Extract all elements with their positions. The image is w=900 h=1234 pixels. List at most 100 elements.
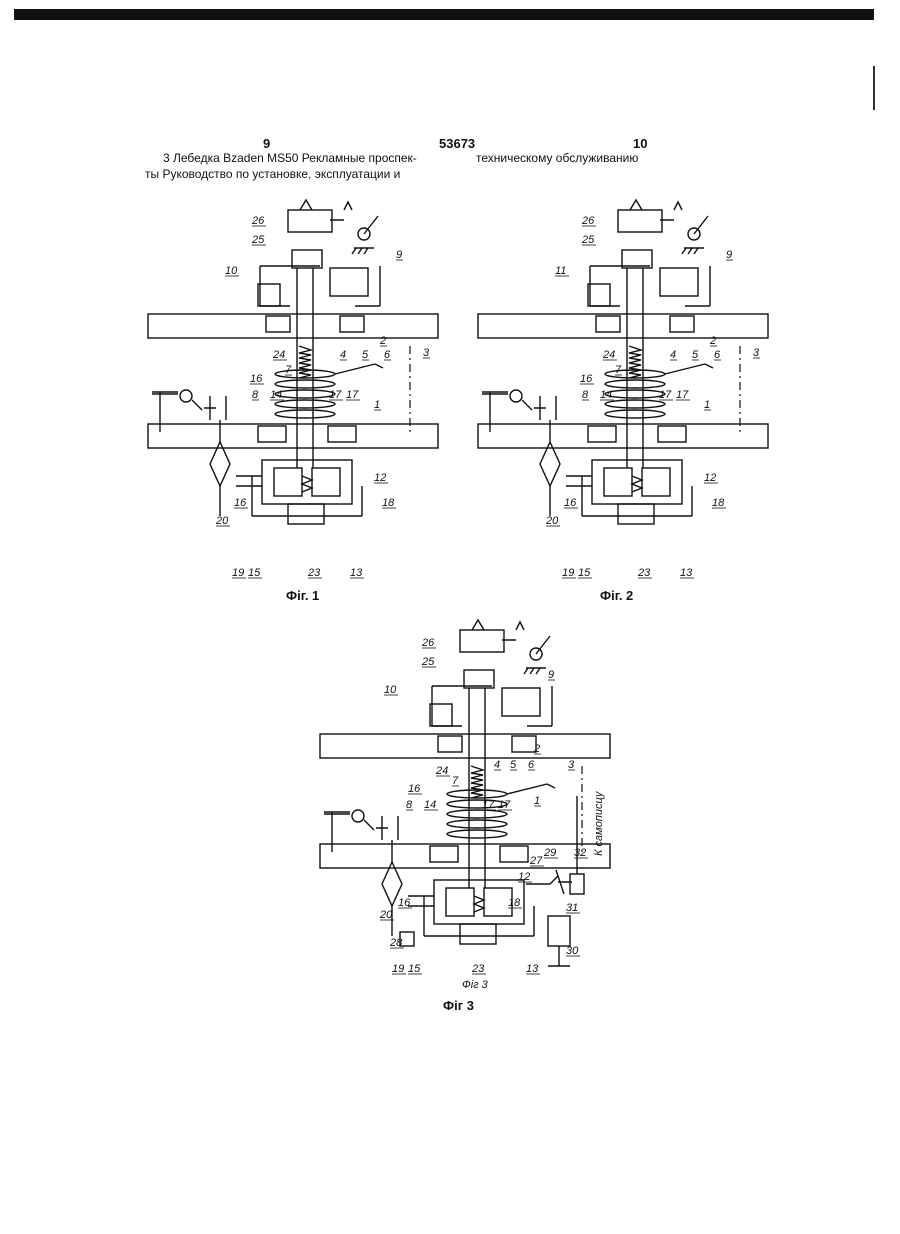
actuator-10 — [430, 704, 452, 726]
part-label: 6 — [528, 759, 535, 771]
part-label: 24 — [435, 765, 448, 777]
upper-beam — [478, 314, 768, 338]
left-hook — [180, 390, 192, 402]
rope-coil — [605, 380, 665, 388]
upper-coupling — [464, 670, 494, 688]
lower-bearing-left — [588, 426, 616, 442]
part-label: 8 — [582, 389, 589, 401]
part-label: 31 — [566, 902, 578, 914]
part-label: 6 — [714, 349, 721, 361]
part-label: 20 — [545, 515, 559, 527]
part-label: 9 — [726, 249, 732, 261]
part-label: 18 — [508, 897, 521, 909]
lower-links — [566, 476, 592, 486]
motor-block — [460, 630, 504, 652]
actuator-10 — [588, 284, 610, 306]
motor-block — [288, 210, 332, 232]
top-border-bar — [14, 9, 874, 20]
part-label: 3 — [423, 347, 430, 359]
part-label: 7 — [452, 775, 459, 787]
left-hook — [510, 390, 522, 402]
lower-bearing-left — [258, 426, 286, 442]
part-label: 29 — [543, 847, 556, 859]
sensor-27-29 — [526, 870, 572, 894]
lower-coupling — [618, 504, 654, 524]
part-label: 16 — [234, 497, 247, 509]
upper-beam — [320, 734, 610, 758]
lower-bearing-right — [658, 426, 686, 442]
upper-frame — [432, 686, 552, 726]
rope-lead — [665, 364, 713, 374]
left-links — [192, 396, 226, 420]
part-label: 10 — [225, 265, 238, 277]
part-label: 5 — [510, 759, 517, 771]
left-hook — [352, 810, 364, 822]
part-label: 8 — [252, 389, 259, 401]
part-label: 2 — [709, 335, 716, 347]
part-label: 11 — [555, 265, 566, 277]
clutch-left — [604, 468, 632, 496]
part-label: 26 — [251, 215, 265, 227]
rope-coil — [605, 390, 665, 398]
part-label: 13 — [526, 963, 539, 975]
left-bracket — [482, 392, 508, 432]
rope-coil — [275, 400, 335, 408]
lower-bearing-left — [430, 846, 458, 862]
part-label: 9 — [396, 249, 402, 261]
ground-hatch — [524, 636, 550, 674]
sensor-32 — [570, 874, 584, 894]
part-label: 1 — [704, 399, 710, 411]
part-label: 13 — [350, 567, 363, 579]
part-label: 20 — [379, 909, 393, 921]
upper-bearing-right — [670, 316, 694, 332]
part-label: 24 — [272, 349, 285, 361]
lower-bearing-right — [328, 426, 356, 442]
figure-1: 2625910232474561614817171121816201915231… — [140, 196, 440, 586]
clutch-left — [274, 468, 302, 496]
part-label: 19 — [562, 567, 574, 579]
rope-coil — [447, 810, 507, 818]
spring-24 — [471, 766, 483, 798]
part-label: 26 — [581, 215, 595, 227]
part-label: 1 — [534, 795, 540, 807]
figure-2: 2625911232474561614817171121816201915231… — [470, 196, 770, 586]
part-label: 24 — [602, 349, 615, 361]
part-label: 3 — [568, 759, 575, 771]
figure-2-caption: Фіг. 2 — [600, 588, 633, 603]
part-label: 2 — [379, 335, 386, 347]
part-label: 16 — [564, 497, 577, 509]
rope-coil — [605, 410, 665, 418]
left-bracket — [152, 392, 178, 432]
actuator-10 — [258, 284, 280, 306]
lower-beam — [148, 424, 438, 448]
upper-bearing-left — [266, 316, 290, 332]
rope-lead — [507, 784, 555, 794]
valve-30 — [548, 916, 570, 946]
part-label: 16 — [580, 373, 593, 385]
clutch-spring — [474, 896, 484, 912]
part-label: 18 — [712, 497, 725, 509]
left-column-line-1: 3 Лебедка Bzaden MS50 Рекламные проспек- — [163, 150, 417, 167]
part-label: 7 — [615, 364, 622, 376]
rope-coil — [447, 830, 507, 838]
part-label: 2 — [533, 743, 540, 755]
rope-lead — [335, 364, 383, 374]
brake-9 — [330, 268, 368, 296]
part-label: 19 — [232, 567, 244, 579]
figure-3-caption: Фіг 3 — [443, 998, 474, 1013]
clutch-left — [446, 888, 474, 916]
lower-beam — [478, 424, 768, 448]
figure-1-drawing: 2625910232474561614817171121816201915231… — [140, 196, 440, 586]
part-label: 18 — [382, 497, 395, 509]
upper-coupling — [292, 250, 322, 268]
clutch-right — [642, 468, 670, 496]
part-label: 12 — [704, 472, 716, 484]
part-label: 17 — [659, 389, 672, 401]
part-label: 25 — [421, 656, 435, 668]
upper-frame — [260, 266, 380, 306]
part-label: 30 — [566, 945, 579, 957]
clutch-spring — [632, 476, 642, 492]
clutch-spring — [302, 476, 312, 492]
part-label: 7 — [285, 364, 292, 376]
part-label: 16 — [250, 373, 263, 385]
